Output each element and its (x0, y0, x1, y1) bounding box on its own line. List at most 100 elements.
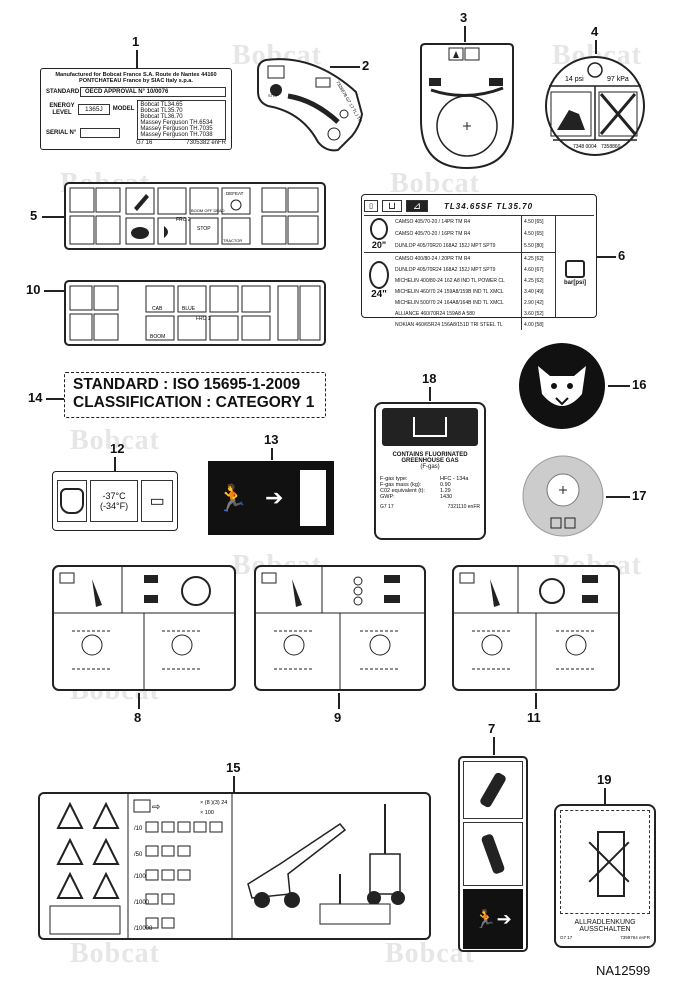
tractor-text: TRACTOR (223, 238, 242, 243)
leader-line (604, 788, 606, 804)
fgas-key: F-gas type: (380, 476, 408, 482)
fall-hazard-icon (56, 871, 84, 899)
tractor-icon (384, 595, 400, 603)
callout-17: 17 (632, 488, 647, 503)
standard-label: STANDARD (46, 89, 80, 95)
crush-hazard-icon (56, 837, 84, 865)
leader-line (608, 385, 630, 387)
no-welding-icon (598, 91, 638, 137)
tire-name: CAMSO 400/80-24 / 20PR TM R4 (395, 255, 471, 262)
callout-3: 3 (460, 10, 468, 25)
interval-code: /10 (134, 826, 143, 832)
indicator-icon (550, 517, 562, 529)
manufacturer-line-1: Manufactured for Bobcat France S.A. Rout… (55, 72, 217, 78)
callout-4: 4 (591, 24, 599, 39)
tire-name: ALLIANCE 460/70R24 159A8 A 580 (395, 310, 475, 317)
standard-value: OECD APPROVAL N° 10/0076 (80, 87, 226, 97)
callout-16: 16 (632, 377, 647, 392)
leader-line (535, 693, 537, 709)
interval-code: /100 (134, 874, 146, 880)
list-item: GWP:1430 (380, 494, 480, 500)
callout-18: 18 (422, 371, 437, 386)
tire-name: DUNLOP 405/70R20 168A2 152J MPT SPT9 (395, 243, 496, 249)
blue-light-icon (177, 285, 207, 313)
stop-icon (270, 84, 282, 96)
leader-line (596, 256, 616, 258)
cab-text: CAB (152, 306, 163, 312)
callout-9: 9 (334, 710, 342, 725)
model-item: Bobcat TL36.70 (140, 114, 183, 120)
tire-icon (370, 218, 388, 240)
slow-tractor-icon (429, 78, 441, 86)
tire-name: CAMSO 405/70-20 / 14PR TM R4 (395, 219, 471, 225)
leader-line (44, 290, 64, 292)
tractor-icon (582, 575, 598, 583)
glow-plug-icon (327, 127, 341, 141)
book-icon (59, 572, 75, 584)
leader-line (271, 448, 273, 460)
tire-name: NOKIAN 460/65R24 156A8/151D TRI STEEL TL (395, 321, 503, 328)
tractor-icon (582, 595, 598, 603)
fire-extinguisher-icon (463, 761, 523, 819)
watermark: Bobcat (70, 938, 160, 969)
standard-row: STANDARD OECD APPROVAL N° 10/0076 (46, 87, 226, 97)
x100-text: × 100 (200, 810, 214, 816)
battery-icon (315, 77, 331, 88)
callout-14: 14 (28, 390, 43, 405)
leader-line (136, 50, 138, 68)
boom-icon (157, 187, 187, 215)
tractor-icon (144, 575, 158, 583)
id-plate-label: Manufactured for Bobcat France S.A. Rout… (40, 68, 232, 150)
tire-pressure: 4.50 [65] (521, 216, 555, 228)
callout-2: 2 (362, 58, 370, 73)
headlight-icon (157, 217, 187, 245)
tire-icon (587, 62, 603, 78)
book-icon (133, 799, 151, 813)
callout-8: 8 (134, 710, 142, 725)
pressure-kpa: 97 kPa (607, 76, 629, 83)
list-item: C02 equivalent (t):1.29 (380, 488, 480, 494)
table-row: NOKIAN 460/65R24 156A8/151D TRI STEEL TL… (394, 319, 555, 330)
fgas-title-3: (F-gas) (420, 464, 440, 470)
position-arc (287, 93, 340, 124)
coolant-decal: -37°C (-34°F) ▭ (52, 471, 178, 531)
serial-row: SERIAL N° (46, 128, 226, 138)
book-icon (261, 572, 277, 584)
leader-line (464, 26, 466, 42)
tire-name: CAMSO 405/70-20 / 16PR TM R4 (395, 231, 471, 237)
tire-table-20: CAMSO 405/70-20 / 14PR TM R4 4.50 [65] CA… (394, 216, 555, 252)
arrow-icon: ⇨ (152, 802, 160, 813)
energy-value: 1365J (78, 104, 110, 115)
4wd-text-2: AUSSCHALTEN (579, 926, 631, 933)
pressure-unit-cell: bar[psi] (555, 216, 594, 317)
leader-line (595, 40, 597, 54)
boom-off-icon (189, 187, 219, 215)
energy-row: ENERGY LEVEL 1365J MODEL Bobcat TL34.65 … (46, 100, 226, 140)
classification-line: CLASSIFICATION : CATEGORY 1 (73, 394, 315, 411)
selector-circle (436, 95, 498, 157)
code-left: G7 16 (136, 140, 153, 146)
model-item: Massey Ferguson TH.7035 (140, 126, 213, 132)
telehandler-front-view-icon (367, 804, 405, 905)
front-light-icon (209, 285, 239, 313)
energy-label: ENERGY (49, 103, 75, 109)
fan-icon (177, 315, 207, 341)
book-icon (382, 408, 478, 446)
fgas-key: GWP: (380, 494, 395, 500)
joystick-top-icon (481, 634, 503, 656)
temp-celsius: -37°C (102, 491, 126, 501)
frc-text: FRC 2 (176, 217, 191, 223)
operations-decal: ⇨ × (8 )(3) 24 × 100 /10 /50 /100 /1000 … (38, 792, 431, 940)
4wd-icon (560, 810, 650, 914)
control-decal-8 (52, 565, 236, 691)
entanglement-hazard-icon (92, 837, 120, 865)
joystick-decal (522, 455, 604, 537)
boom-text: BOOM (150, 334, 165, 340)
leader-line (233, 776, 235, 792)
tractor-icon (221, 217, 251, 245)
tractor-icon (384, 575, 400, 583)
